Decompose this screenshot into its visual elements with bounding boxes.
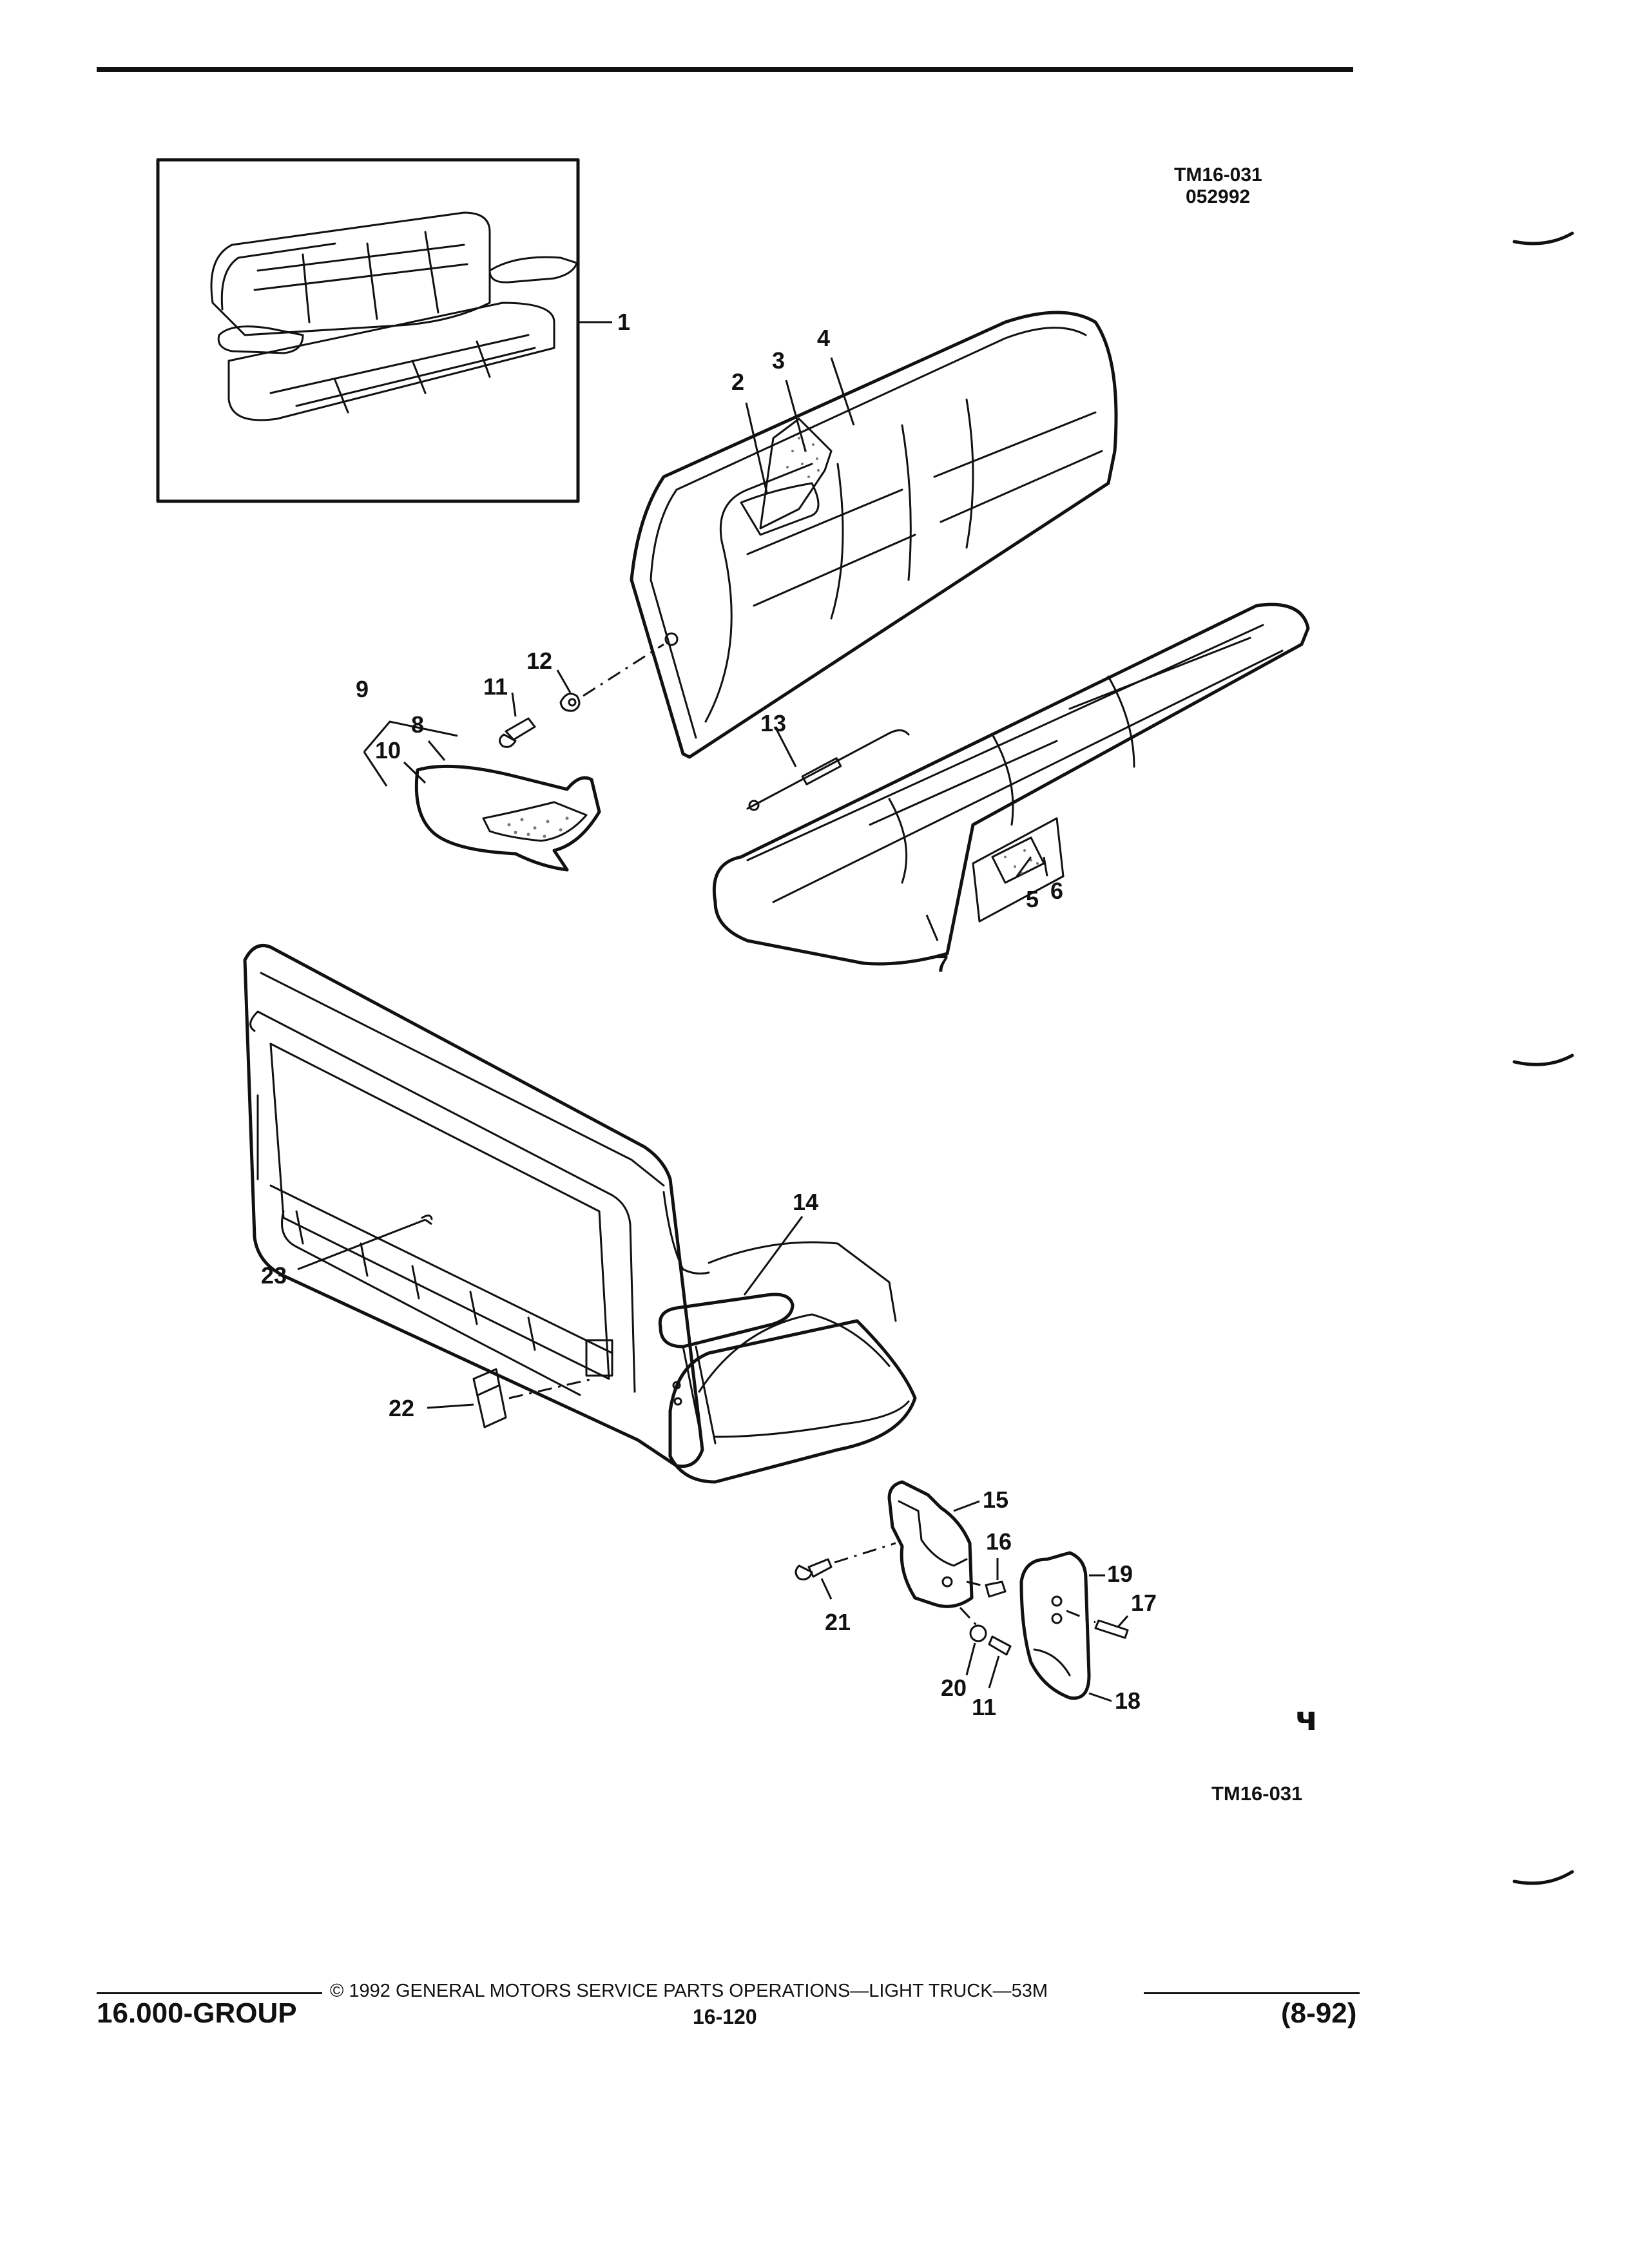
- seat-cushion: [712, 602, 1310, 966]
- top-rule: [97, 67, 1353, 72]
- callout-1: 1: [617, 309, 630, 335]
- callout-11b: 11: [972, 1694, 996, 1720]
- drawing-code: TM16-031: [1174, 164, 1262, 186]
- callout-3: 3: [772, 347, 785, 374]
- callout-21: 21: [825, 1609, 851, 1635]
- margin-mark-3: [1512, 1870, 1574, 1885]
- callout-16: 16: [986, 1528, 1012, 1555]
- armrest-fasteners: [499, 643, 664, 748]
- callout-8: 8: [411, 711, 424, 738]
- footer-date: (8-92): [1281, 1997, 1357, 2029]
- callout-4: 4: [817, 325, 830, 351]
- callout-20: 20: [941, 1675, 967, 1701]
- footer-copyright: © 1992 GENERAL MOTORS SERVICE PARTS OPER…: [330, 1981, 1048, 2001]
- gm-logo-icon: ч: [1295, 1700, 1318, 1738]
- footer-page: 16-120: [693, 2005, 757, 2028]
- margin-mark-1: [1512, 231, 1574, 245]
- seat-rear-assembly: [243, 944, 917, 1484]
- margin-mark-2: [1512, 1053, 1574, 1066]
- callout-19: 19: [1107, 1561, 1133, 1587]
- seat-back: [630, 311, 1118, 759]
- callout-18: 18: [1115, 1687, 1141, 1714]
- callout-23: 23: [261, 1262, 287, 1289]
- callout-12: 12: [526, 648, 552, 674]
- callout-2: 2: [731, 369, 744, 395]
- footer-rule-left: [97, 1992, 322, 1994]
- callout-9: 9: [356, 676, 369, 702]
- callout-7: 7: [936, 950, 949, 977]
- callout-17: 17: [1131, 1590, 1157, 1616]
- hinge-cover: [1019, 1551, 1129, 1702]
- callout-14: 14: [793, 1189, 818, 1215]
- footer-group: 16.000-GROUP: [97, 1997, 297, 2029]
- callout-15: 15: [983, 1486, 1008, 1513]
- callout-5: 5: [1026, 886, 1039, 912]
- figure-code: TM16-031: [1211, 1782, 1303, 1805]
- release-cable: [746, 729, 910, 811]
- hinge-bracket: [795, 1480, 1012, 1689]
- callout-13: 13: [760, 710, 786, 736]
- callout-10: 10: [375, 737, 401, 764]
- inset-complete-seat: [156, 158, 612, 503]
- armrest-cover: [363, 720, 601, 872]
- callout-11: 11: [483, 673, 508, 700]
- drawing-date: 052992: [1186, 186, 1251, 207]
- callout-22: 22: [389, 1395, 414, 1421]
- footer-rule-right: [1144, 1992, 1360, 1994]
- callout-6: 6: [1050, 878, 1063, 904]
